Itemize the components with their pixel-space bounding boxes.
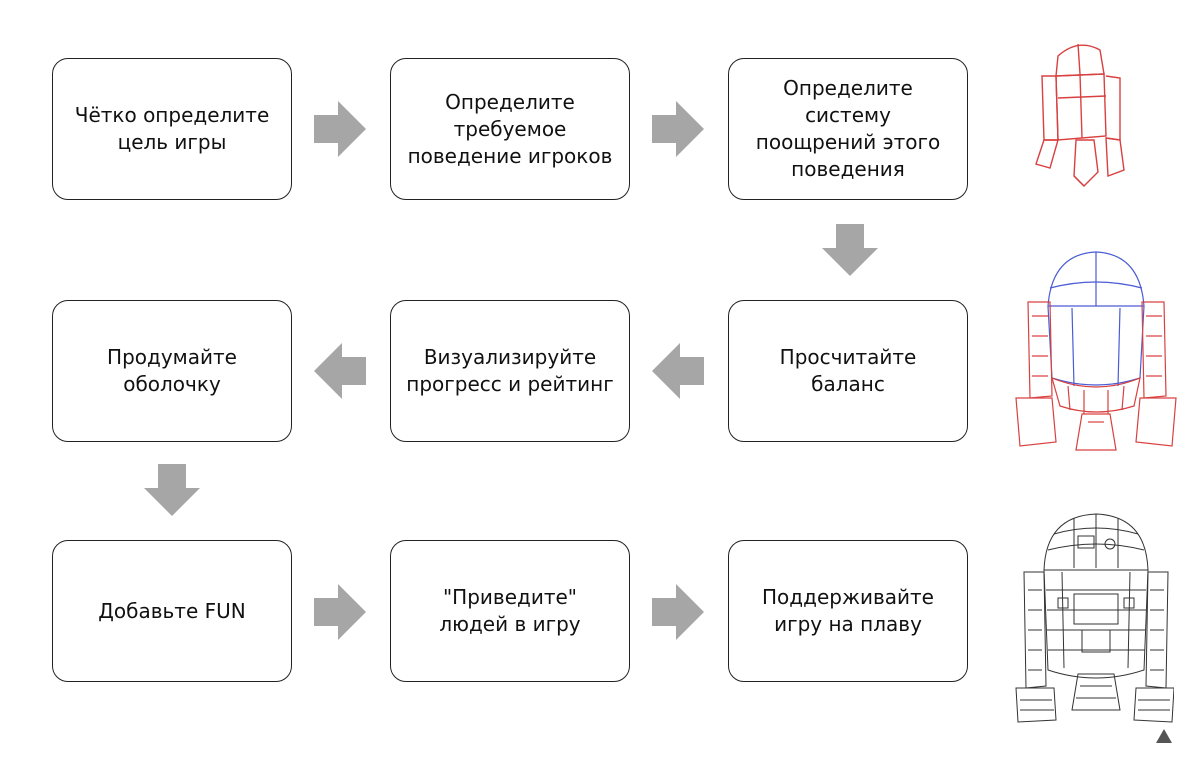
triangle-marker-icon: [1156, 728, 1172, 747]
arrow-right-icon: [314, 584, 366, 640]
step-calculate-balance: Просчитайте баланс: [728, 300, 968, 442]
step-visualize-progress-label: Визуализируйте прогресс и рейтинг: [406, 345, 614, 396]
step-add-fun: Добавьте FUN: [52, 540, 292, 682]
arrow-left-icon: [652, 343, 704, 399]
arrow-right-icon: [652, 101, 704, 157]
step-support-game: Поддерживайте игру на плаву: [728, 540, 968, 682]
step-design-shell: Продумайте оболочку: [52, 300, 292, 442]
step-bring-people: "Приведите" людей в игру: [390, 540, 630, 682]
arrow-down-icon: [822, 224, 878, 276]
arrow-right-icon: [314, 101, 366, 157]
step-define-goal: Чётко определите цель игры: [52, 58, 292, 200]
step-define-rewards-label: Определите систему поощрений этого повед…: [755, 76, 941, 181]
step-visualize-progress: Визуализируйте прогресс и рейтинг: [390, 300, 630, 442]
step-define-behavior-label: Определите требуемое поведение игроков: [407, 89, 613, 168]
arrow-down-icon: [144, 464, 200, 516]
step-define-goal-label: Чётко определите цель игры: [74, 103, 270, 154]
step-design-shell-label: Продумайте оболочку: [107, 345, 237, 396]
step-calculate-balance-label: Просчитайте баланс: [779, 345, 917, 396]
step-define-behavior: Определите требуемое поведение игроков: [390, 58, 630, 200]
step-add-fun-label: Добавьте FUN: [98, 598, 246, 623]
robot-partial-sketch-illustration: [1012, 246, 1180, 462]
arrow-left-icon: [314, 343, 366, 399]
step-support-game-label: Поддерживайте игру на плаву: [762, 585, 934, 636]
step-define-rewards: Определите систему поощрений этого повед…: [728, 58, 968, 200]
robot-wireframe-illustration: [1028, 36, 1128, 200]
step-bring-people-label: "Приведите" людей в игру: [439, 585, 581, 636]
arrow-right-icon: [652, 584, 704, 640]
robot-detailed-illustration: [1014, 510, 1175, 736]
